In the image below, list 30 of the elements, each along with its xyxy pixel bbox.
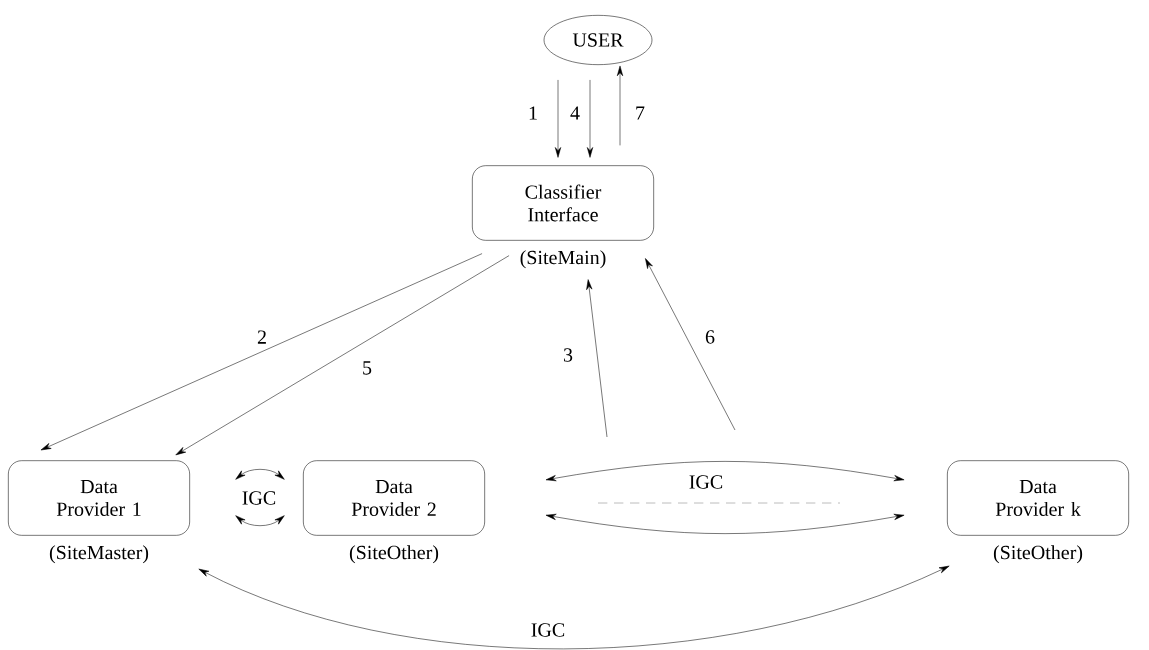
arrow: [40, 253, 483, 451]
edge-label: 7: [633, 105, 647, 121]
arrow: [586, 79, 594, 158]
arrow: [586, 279, 608, 438]
process-box: Classifier Interface: [472, 165, 654, 241]
edge-label: 3: [561, 346, 575, 364]
edge-label: 1: [526, 105, 540, 121]
edge-label: 5: [360, 360, 374, 376]
arrow: [198, 565, 950, 650]
site-label: (SiteMain): [520, 250, 606, 269]
process-box: Data Provider k: [947, 460, 1129, 536]
site-label: (SiteOther): [993, 545, 1083, 564]
arrow: [235, 469, 285, 480]
arrow: [554, 79, 562, 158]
arrow: [175, 255, 510, 456]
edge-label: IGC: [687, 473, 725, 491]
site-label: (SiteOther): [349, 545, 439, 564]
arrow: [545, 513, 905, 534]
process-box: Data Provider 2: [303, 460, 485, 536]
arrow: [235, 515, 285, 526]
process-box: Data Provider 1: [8, 460, 190, 536]
arrow: [545, 461, 905, 482]
edge-label: IGC: [529, 621, 567, 639]
arrow: [645, 258, 736, 431]
site-label: (SiteMaster): [49, 545, 149, 564]
edge-label: 4: [568, 105, 582, 121]
edge-label: 6: [703, 328, 717, 346]
arrow: [616, 65, 624, 146]
edge-label: IGC: [240, 489, 278, 507]
edge-label: 2: [255, 329, 269, 345]
